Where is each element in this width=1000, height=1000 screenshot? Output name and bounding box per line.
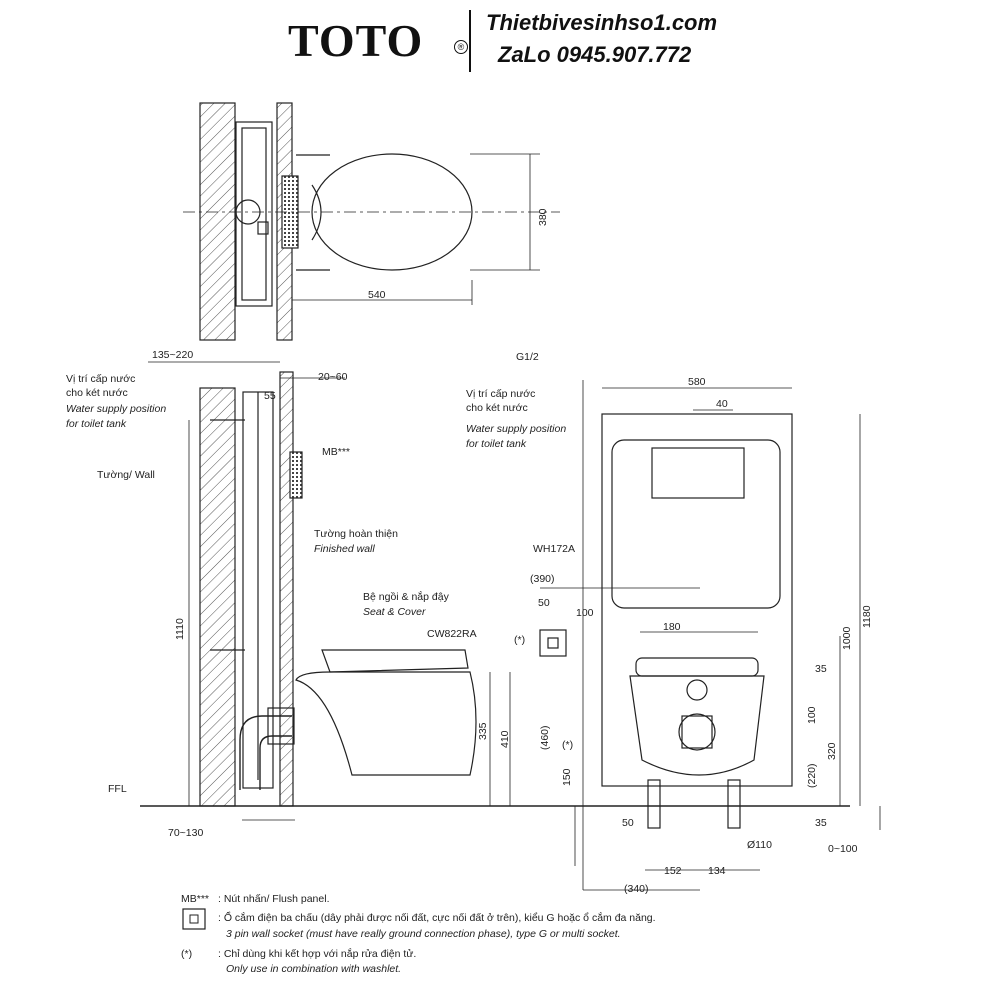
finished-wall-en: Finished wall <box>314 543 375 555</box>
dim-50-b: 50 <box>622 817 634 829</box>
front-water-vi-2: cho két nước <box>466 402 528 414</box>
mb-label: MB*** <box>322 446 350 458</box>
side-view <box>140 361 850 821</box>
brand-logo: TOTO <box>288 15 424 66</box>
legend-note-vi: : Chỉ dùng khi kết hợp với nắp rửa điện … <box>218 947 416 960</box>
dim-150: 150 <box>561 768 573 786</box>
g12-label: G1/2 <box>516 351 539 363</box>
dim-410: 410 <box>499 730 511 748</box>
registered-mark: ® <box>454 40 468 54</box>
seat-label-vi: Bệ ngồi & nắp đậy <box>363 590 450 603</box>
contact-text: ZaLo 0945.907.772 <box>498 42 692 67</box>
dim-1000: 1000 <box>841 626 853 650</box>
dim-134: 134 <box>708 865 726 877</box>
dim-1180: 1180 <box>861 605 873 628</box>
front-frame <box>601 413 793 787</box>
wall-socket-icon <box>539 629 567 657</box>
dim-1110: 1110 <box>174 618 186 640</box>
front-water-en-2: for toilet tank <box>466 438 527 450</box>
side-water-en-2: for toilet tank <box>66 418 127 430</box>
front-view <box>539 380 881 891</box>
dim-390: (390) <box>530 573 555 585</box>
front-seat <box>635 657 759 677</box>
finished-wall <box>279 371 294 807</box>
side-water-vi-2: cho két nước <box>66 387 128 399</box>
front-tank <box>611 439 781 609</box>
front-water-en-1: Water supply position <box>466 423 566 435</box>
side-water-vi-1: Vị trí cấp nước <box>66 373 135 385</box>
dim-35-a: 35 <box>815 663 827 675</box>
front-bowl <box>629 675 765 776</box>
asterisk-b: (*) <box>562 739 573 751</box>
header: TOTO ® Thietbivesinhso1.com ZaLo 0945.90… <box>0 0 1000 80</box>
seat-label-en: Seat & Cover <box>363 606 426 618</box>
wall-label: Tường/ Wall <box>97 469 155 481</box>
dim-320: 320 <box>826 742 838 760</box>
dim-135-220: 135~220 <box>152 349 193 361</box>
asterisk-a: (*) <box>514 634 525 646</box>
side-seat <box>321 649 469 673</box>
front-leg-right <box>727 779 741 829</box>
top-frame <box>235 121 273 307</box>
dim-100-a: 100 <box>576 607 594 619</box>
model-label: CW822RA <box>427 628 477 640</box>
dim-40: 40 <box>716 398 728 410</box>
side-bowl <box>295 671 477 776</box>
side-wall <box>199 387 236 807</box>
front-water-vi-1: Vị trí cấp nước <box>466 388 535 400</box>
dim-55: 55 <box>264 390 276 402</box>
top-seat-outline <box>311 153 473 271</box>
legend-mb-key: MB*** <box>181 893 209 905</box>
frame-model-label: WH172A <box>533 543 575 555</box>
dim-100-b: 100 <box>806 706 818 724</box>
dim-335: 335 <box>477 722 489 740</box>
legend-note-en: Only use in combination with washlet. <box>226 963 401 975</box>
top-view <box>183 102 560 341</box>
dim-580: 580 <box>688 376 706 388</box>
top-wall-left <box>199 102 236 341</box>
ffl-label: FFL <box>108 783 127 795</box>
legend-socket-icon <box>182 908 206 930</box>
website-text: Thietbivesinhso1.com <box>486 10 718 35</box>
legend-socket-en: 3 pin wall socket (must have really grou… <box>226 928 621 940</box>
front-leg-left <box>647 779 661 829</box>
dim-340: (340) <box>624 883 649 895</box>
dim-110: Ø110 <box>747 839 772 851</box>
side-water-en-1: Water supply position <box>66 403 166 415</box>
legend-socket-vi: : Ổ cắm điện ba chấu (dây phải được nối … <box>218 911 656 924</box>
dim-50-a: 50 <box>538 597 550 609</box>
front-panel-opening <box>651 447 745 499</box>
dim-180: 180 <box>663 621 681 633</box>
dim-380: 380 <box>537 208 549 226</box>
dim-20-60: 20~60 <box>318 371 348 383</box>
side-flush-panel <box>289 451 303 499</box>
legend-mb-text: : Nút nhấn/ Flush panel. <box>218 893 330 905</box>
finished-wall-vi: Tường hoàn thiện <box>314 528 398 540</box>
legend <box>182 908 206 930</box>
dim-70-130: 70~130 <box>168 827 203 839</box>
dim-152: 152 <box>664 865 682 877</box>
legend-note-key: (*) <box>181 948 192 960</box>
dim-35-b: 35 <box>815 817 827 829</box>
dim-540: 540 <box>368 289 386 301</box>
dim-460: (460) <box>539 725 551 750</box>
dim-220: (220) <box>806 763 818 788</box>
header-divider <box>469 10 471 72</box>
dim-0-100: 0~100 <box>828 843 858 855</box>
